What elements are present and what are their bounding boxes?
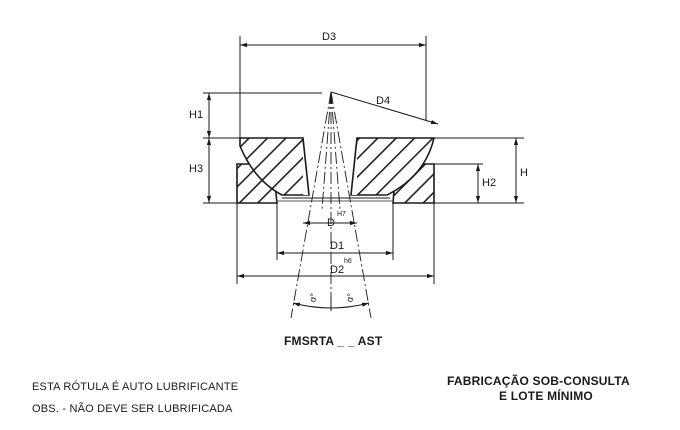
dim-d1 — [276, 203, 394, 260]
note-self-lubricating: ESTA RÓTULA É AUTO LUBRIFICANTE — [32, 381, 239, 393]
fabrication-note-line2: E LOTE MÍNIMO — [499, 389, 593, 403]
fabrication-note-line1: FABRICAÇÃO SOB-CONSULTA — [447, 374, 630, 388]
label-d4: D4 — [376, 95, 390, 107]
label-d2-tolerance: h6 — [344, 258, 352, 265]
label-d1: D1 — [330, 240, 344, 252]
dim-h-left — [203, 92, 322, 204]
label-d3: D3 — [322, 31, 336, 43]
note-do-not-lubricate: OBS. - NÃO DEVE SER LUBRIFICADA — [32, 403, 233, 415]
label-d: D — [327, 217, 335, 229]
label-d2: D2 — [330, 264, 344, 276]
label-alpha-left: α° — [307, 292, 318, 303]
center-lines — [290, 91, 372, 319]
dim-h-right — [434, 137, 524, 204]
label-h3: H3 — [189, 163, 203, 175]
label-d-tolerance: H7 — [337, 211, 346, 218]
inner-ball-right — [350, 137, 436, 196]
dim-d3 — [239, 36, 427, 138]
model-code: FMSRTA _ _ AST — [284, 334, 383, 348]
dim-d2 — [236, 203, 435, 284]
label-h: H — [520, 167, 528, 179]
label-alpha-right: α° — [344, 292, 355, 303]
dim-d4 — [330, 91, 439, 125]
label-h2: H2 — [482, 177, 496, 189]
label-h1: H1 — [189, 109, 203, 121]
inner-ball-left — [239, 137, 310, 196]
bore-gap — [303, 138, 357, 195]
